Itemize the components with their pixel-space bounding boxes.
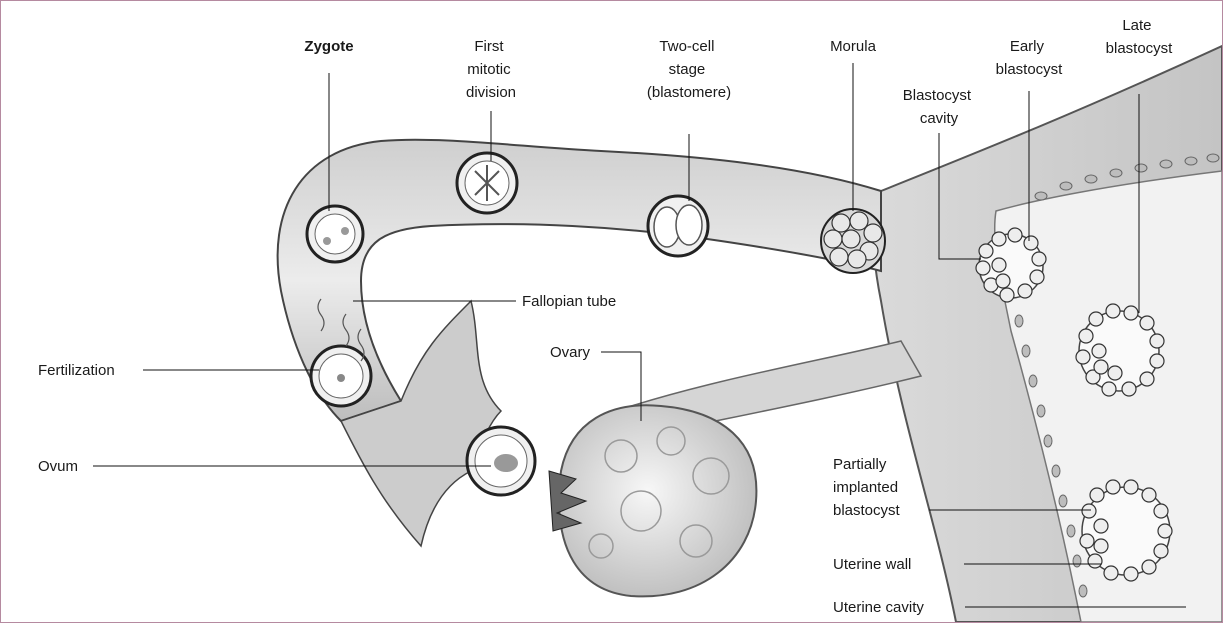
morula-cell	[821, 209, 885, 273]
ovum-cell	[467, 427, 535, 495]
label-zygote: Zygote	[304, 38, 353, 55]
two-cell-stage	[648, 196, 708, 256]
label-first-mitotic-division: First mitotic division	[466, 38, 516, 101]
label-uterine-cavity: Uterine cavity	[833, 599, 924, 616]
label-late-blastocyst: Late blastocyst	[1106, 17, 1174, 57]
label-ovum: Ovum	[38, 458, 78, 475]
label-morula: Morula	[830, 38, 877, 55]
label-partially-implanted-blastocyst: Partially implanted blastocyst	[833, 456, 902, 519]
label-two-cell-stage: Two-cell stage (blastomere)	[647, 38, 731, 101]
late-blastocyst	[1076, 304, 1164, 396]
label-uterine-wall: Uterine wall	[833, 556, 911, 573]
label-blastocyst-cavity: Blastocyst cavity	[903, 87, 976, 127]
first-mitotic-cell	[457, 153, 517, 213]
label-ovary: Ovary	[550, 344, 591, 361]
label-fertilization: Fertilization	[38, 362, 115, 379]
label-fallopian-tube: Fallopian tube	[522, 293, 616, 310]
zygote-cell	[307, 206, 363, 262]
label-early-blastocyst: Early blastocyst	[996, 38, 1064, 78]
